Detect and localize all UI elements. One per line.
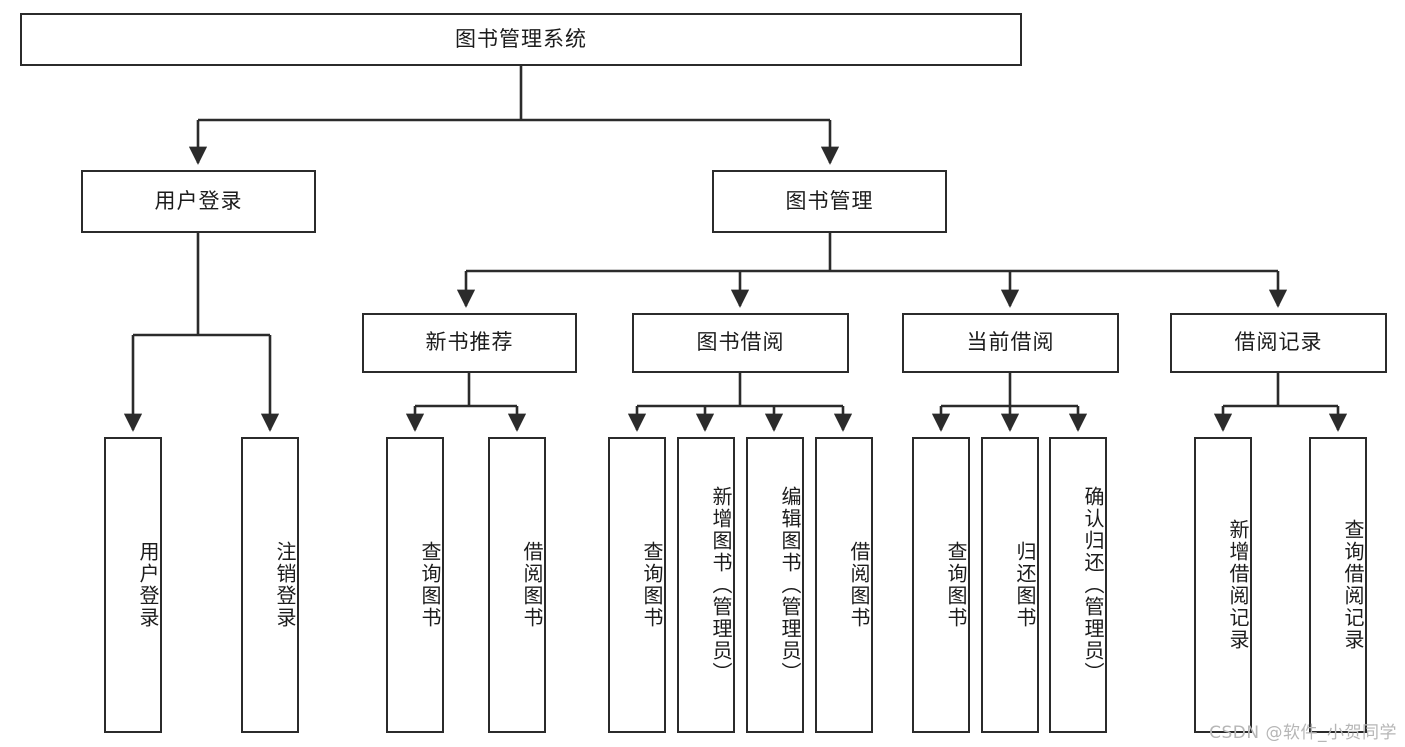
node-label: 归还图书 [1013,541,1037,629]
node-label: 查询图书 [418,541,442,629]
node-label: 用户登录 [136,541,160,629]
leaf-borrow-add-book[interactable]: 新增图书（管理员） [677,437,735,733]
node-label: 确认归还（管理员） [1081,486,1105,684]
node-label: 借阅图书 [847,541,871,629]
node-label: 图书管理 [785,188,874,213]
leaf-current-query-book[interactable]: 查询图书 [912,437,970,733]
leaf-borrow-edit-book[interactable]: 编辑图书（管理员） [746,437,804,733]
node-label: 编辑图书（管理员） [778,486,802,684]
node-borrow-record[interactable]: 借阅记录 [1170,313,1387,373]
node-label: 图书管理系统 [455,26,587,51]
leaf-user-login[interactable]: 用户登录 [104,437,162,733]
node-label: 注销登录 [273,541,297,629]
node-current-borrow[interactable]: 当前借阅 [902,313,1119,373]
node-root-system[interactable]: 图书管理系统 [20,13,1022,66]
node-label: 查询图书 [640,541,664,629]
leaf-record-add[interactable]: 新增借阅记录 [1194,437,1252,733]
csdn-watermark: CSDN @软件_小贺同学 [1209,723,1397,743]
node-book-management[interactable]: 图书管理 [712,170,947,233]
node-label: 用户登录 [154,188,243,213]
leaf-record-query[interactable]: 查询借阅记录 [1309,437,1367,733]
leaf-logout[interactable]: 注销登录 [241,437,299,733]
node-label: 借阅图书 [520,541,544,629]
leaf-new-book-query[interactable]: 查询图书 [386,437,444,733]
node-new-book-recommend[interactable]: 新书推荐 [362,313,577,373]
leaf-borrow-query-book[interactable]: 查询图书 [608,437,666,733]
leaf-current-confirm-return[interactable]: 确认归还（管理员） [1049,437,1107,733]
node-label: 新增借阅记录 [1226,519,1250,651]
node-label: 查询图书 [944,541,968,629]
node-label: 借阅记录 [1234,330,1323,355]
node-user-login[interactable]: 用户登录 [81,170,316,233]
leaf-borrow-borrow-book[interactable]: 借阅图书 [815,437,873,733]
node-label: 新书推荐 [425,330,514,355]
leaf-current-return-book[interactable]: 归还图书 [981,437,1039,733]
node-label: 新增图书（管理员） [709,486,733,684]
node-book-borrow[interactable]: 图书借阅 [632,313,849,373]
leaf-new-book-borrow[interactable]: 借阅图书 [488,437,546,733]
node-label: 查询借阅记录 [1341,519,1365,651]
node-label: 当前借阅 [966,330,1055,355]
node-label: 图书借阅 [696,330,785,355]
